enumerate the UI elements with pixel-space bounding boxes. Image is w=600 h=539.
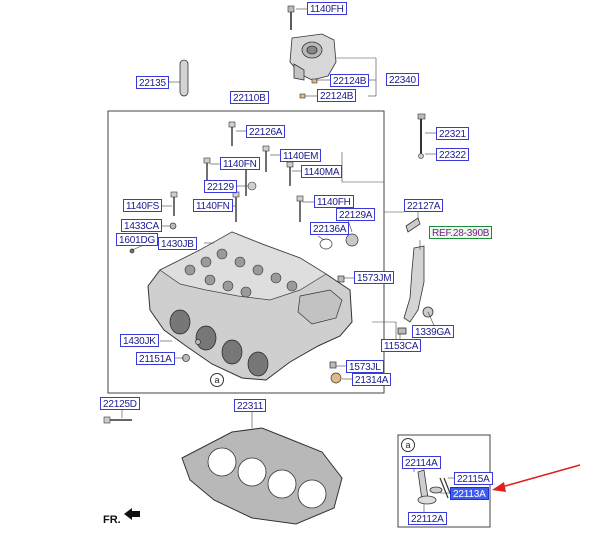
- callout-a-marker[interactable]: a: [210, 373, 224, 387]
- part-label-1140ma[interactable]: 1140MA: [301, 165, 343, 178]
- part-label-22127a[interactable]: 22127A: [404, 199, 444, 212]
- part-label-1140fn-b[interactable]: 1140FN: [193, 199, 233, 212]
- part-label-21151a[interactable]: 21151A: [136, 352, 175, 365]
- bolt-22321-part: [417, 113, 426, 159]
- part-label-1430jk[interactable]: 1430JK: [120, 334, 159, 347]
- cam-housing-part: [289, 33, 337, 81]
- part-label-22322[interactable]: 22322: [436, 148, 469, 161]
- dowel-22135-part: [179, 59, 189, 97]
- part-label-1153ca[interactable]: 1153CA: [381, 339, 422, 352]
- part-label-22126a[interactable]: 22126A: [246, 125, 286, 138]
- part-label-1430jb[interactable]: 1430JB: [158, 237, 197, 250]
- part-label-22113a-selected[interactable]: 22113A: [450, 487, 489, 500]
- ref-label-28-390b[interactable]: REF.28-390B: [429, 226, 493, 239]
- head-bolts: [173, 126, 301, 222]
- part-label-1339ga[interactable]: 1339GA: [412, 325, 454, 338]
- part-label-22129a[interactable]: 22129A: [336, 208, 376, 221]
- part-label-1140em[interactable]: 1140EM: [280, 149, 322, 162]
- washer-22124b-parts: [299, 78, 318, 99]
- part-label-22112a[interactable]: 22112A: [408, 512, 447, 525]
- front-arrow-icon: [124, 508, 140, 520]
- part-label-1601dg[interactable]: 1601DG: [116, 233, 159, 246]
- part-label-22125d[interactable]: 22125D: [100, 397, 140, 410]
- part-label-22124b-a[interactable]: 22124B: [330, 74, 370, 87]
- bolt-22125d-part: [103, 416, 132, 424]
- leader-lines: [121, 8, 454, 512]
- part-label-22110b[interactable]: 22110B: [230, 91, 269, 104]
- part-label-1140fh-mid[interactable]: 1140FH: [314, 195, 354, 208]
- head-gasket-22311-part: [181, 427, 343, 525]
- red-pointer-arrow: [492, 464, 581, 492]
- part-label-1140fs[interactable]: 1140FS: [123, 199, 163, 212]
- bracket-part: [397, 217, 434, 335]
- part-label-21314a[interactable]: 21314A: [352, 373, 392, 386]
- part-label-22321[interactable]: 22321: [436, 127, 469, 140]
- part-label-22340[interactable]: 22340: [386, 73, 419, 86]
- part-label-22124b-b[interactable]: 22124B: [317, 89, 357, 102]
- detail-a-marker: a: [401, 438, 415, 452]
- part-label-22114a[interactable]: 22114A: [402, 456, 441, 469]
- front-direction-label: FR.: [103, 514, 121, 526]
- small-fittings: [129, 222, 359, 384]
- part-label-1573jl[interactable]: 1573JL: [346, 360, 384, 373]
- part-label-22136a[interactable]: 22136A: [310, 222, 350, 235]
- part-label-1433ca[interactable]: 1433CA: [121, 219, 162, 232]
- valve-detail-parts: [417, 469, 453, 505]
- part-label-22129-a[interactable]: 22129: [204, 180, 237, 193]
- bolt-1140fh-part: [287, 5, 295, 30]
- part-label-22311[interactable]: 22311: [234, 399, 267, 412]
- part-label-1140fn-a[interactable]: 1140FN: [220, 157, 260, 170]
- part-label-1140fh-top[interactable]: 1140FH: [307, 2, 347, 15]
- part-label-22135[interactable]: 22135: [136, 76, 169, 89]
- part-label-22115a[interactable]: 22115A: [454, 472, 493, 485]
- main-assembly-frame: [107, 110, 385, 394]
- part-label-1573jm[interactable]: 1573JM: [354, 271, 395, 284]
